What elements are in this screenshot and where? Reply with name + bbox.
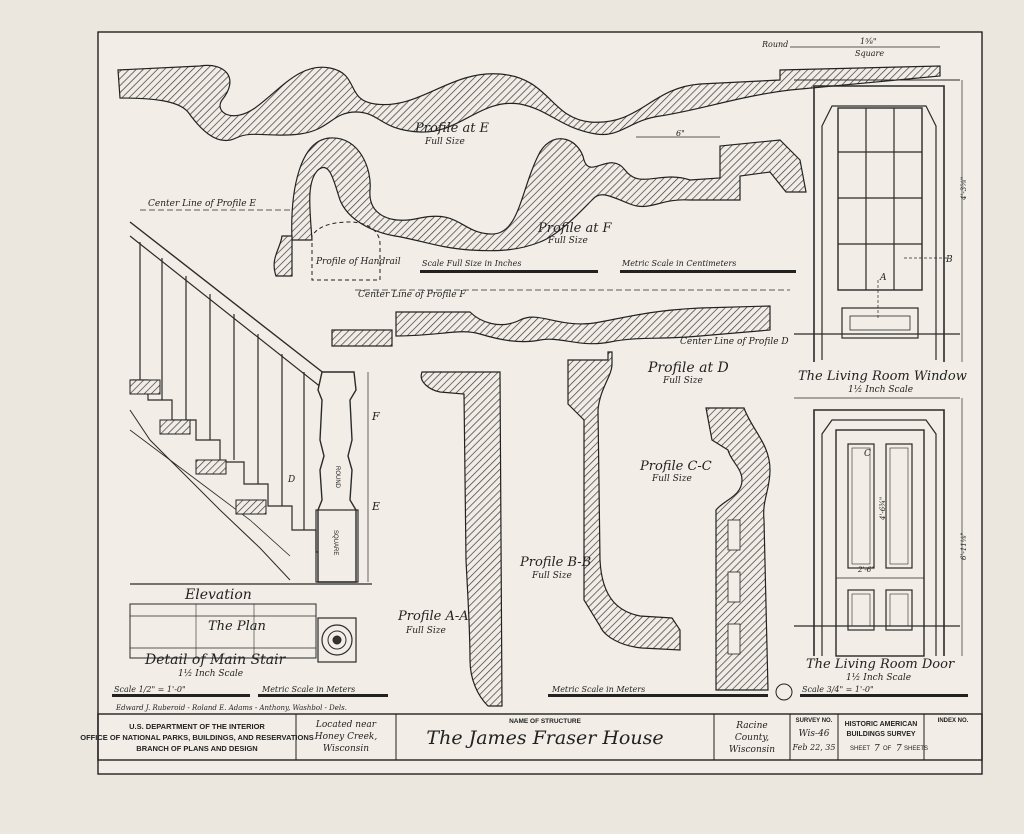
door-dim-height: 6'-11⅛" [960, 532, 968, 560]
survey-no: Wis-46 [798, 729, 829, 739]
living-room-window [794, 79, 963, 362]
agency-line3: BRANCH OF PLANS AND DESIGN [136, 744, 257, 753]
structure-name: The James Fraser House [426, 727, 663, 749]
scale-left-metric: Metric Scale in Meters [261, 685, 355, 694]
habs-line2: BUILDINGS SURVEY [846, 731, 915, 738]
structure-name-label: NAME OF STRUCTURE [509, 718, 582, 725]
window-label-b: B [945, 255, 953, 265]
profile-cc-title: Profile C-C [639, 459, 712, 474]
profile-f-scale: Full Size [547, 236, 588, 246]
index-label: INDEX NO. [938, 718, 969, 724]
county-line3: Wisconsin [729, 745, 775, 755]
profile-cc: Profile C-C Full Size [639, 407, 771, 691]
stair-label-f: F [371, 410, 380, 423]
round-tag: ROUND [334, 466, 340, 489]
county-line2: County, [735, 733, 769, 743]
stair-scale: 1½ Inch Scale [178, 668, 243, 679]
stair-label-e: E [371, 500, 380, 513]
sheets-label: SHEETS [904, 746, 928, 752]
located-label: Located near [315, 720, 377, 730]
square-tag: SQUARE [332, 530, 338, 555]
square-note: Square [855, 49, 884, 58]
center-line-d: Center Line of Profile D [680, 337, 789, 347]
sheet-of: OF [883, 746, 892, 752]
window-title: The Living Room Window [798, 369, 967, 384]
window-dim-height: 4'-3⅝" [960, 177, 968, 201]
profile-bb: Profile B-B Full Size [519, 351, 681, 651]
survey-label: SURVEY NO. [796, 718, 833, 724]
profile-d-scale: Full Size [662, 376, 703, 386]
profile-aa: Profile A-A Full Size [397, 371, 503, 707]
survey-date: Feb 22, 35 [792, 743, 836, 752]
title-block [97, 713, 983, 761]
profile-f-title: Profile at F [537, 221, 613, 236]
scale-bars-upper: Scale Full Size in Inches Metric Scale i… [420, 259, 796, 273]
profile-cc-scale: Full Size [651, 474, 692, 484]
handrail-title: Profile of Handrail [315, 257, 401, 267]
window-scale: 1½ Inch Scale [848, 384, 913, 395]
located-state: Wisconsin [323, 744, 369, 754]
stair-elevation-label: Elevation [184, 587, 252, 603]
profile-bb-scale: Full Size [531, 571, 572, 581]
door-dim-width: 2'-6" [857, 566, 874, 574]
round-dim: 1⁵⁄₈" [860, 37, 877, 46]
scale-bars-lower: Scale 1/2" = 1'-0" Metric Scale in Meter… [112, 683, 968, 701]
habs-line1: HISTORIC AMERICAN [845, 721, 918, 728]
stair-elevation [129, 221, 372, 585]
living-room-door [794, 397, 963, 657]
profile-bb-title: Profile B-B [519, 555, 591, 570]
center-line-f: Center Line of Profile F [358, 290, 466, 300]
county-line1: Racine [735, 721, 767, 731]
profile-d-title: Profile at D [647, 360, 729, 376]
profile-e-title: Profile at E [414, 121, 490, 136]
agency-line2: OFFICE OF NATIONAL PARKS, BUILDINGS, AND… [80, 733, 313, 742]
balusters [139, 242, 305, 530]
window-label-a: A [879, 273, 887, 283]
agency-line1: U.S. DEPARTMENT OF THE INTERIOR [129, 722, 265, 731]
door-dim-panel: 4'-6¾" [879, 497, 887, 521]
sheet-total: 7 [896, 744, 902, 754]
round-note: Round [761, 40, 788, 49]
delineators: Edward J. Ruberoid - Roland E. Adams - A… [115, 704, 347, 712]
profile-e: Profile at E Full Size Round Square 1⁵⁄₈… [117, 37, 941, 147]
profile-e-scale: Full Size [424, 137, 465, 147]
sheet-no: 7 [874, 744, 880, 754]
stair-label-d: D [287, 475, 295, 485]
door-label-c: C [864, 449, 871, 459]
located-place: Honey Creek, [314, 732, 378, 742]
door-title: The Living Room Door [806, 657, 955, 672]
scale-right-imperial: Scale 3/4" = 1'-0" [802, 685, 874, 694]
scale-cm-label: Metric Scale in Centimeters [621, 259, 736, 268]
f-dim: 6" [676, 129, 685, 138]
scale-inches-label: Scale Full Size in Inches [422, 259, 522, 268]
profile-d: Center Line of Profile D Profile at D Fu… [331, 305, 789, 386]
profile-aa-title: Profile A-A [397, 609, 469, 624]
profile-f: Profile at F Full Size Profile of Handra… [140, 129, 807, 300]
stair-plan-label: The Plan [208, 619, 266, 634]
profile-aa-scale: Full Size [405, 626, 446, 636]
stair-title: Detail of Main Stair [144, 652, 287, 668]
sheet-label: SHEET [850, 746, 870, 752]
stair-plan [129, 603, 357, 663]
door-scale: 1½ Inch Scale [846, 672, 911, 683]
scale-mid-metric: Metric Scale in Meters [551, 685, 645, 694]
center-line-e: Center Line of Profile E [148, 199, 256, 209]
scale-left-imperial: Scale 1/2" = 1'-0" [114, 685, 186, 694]
